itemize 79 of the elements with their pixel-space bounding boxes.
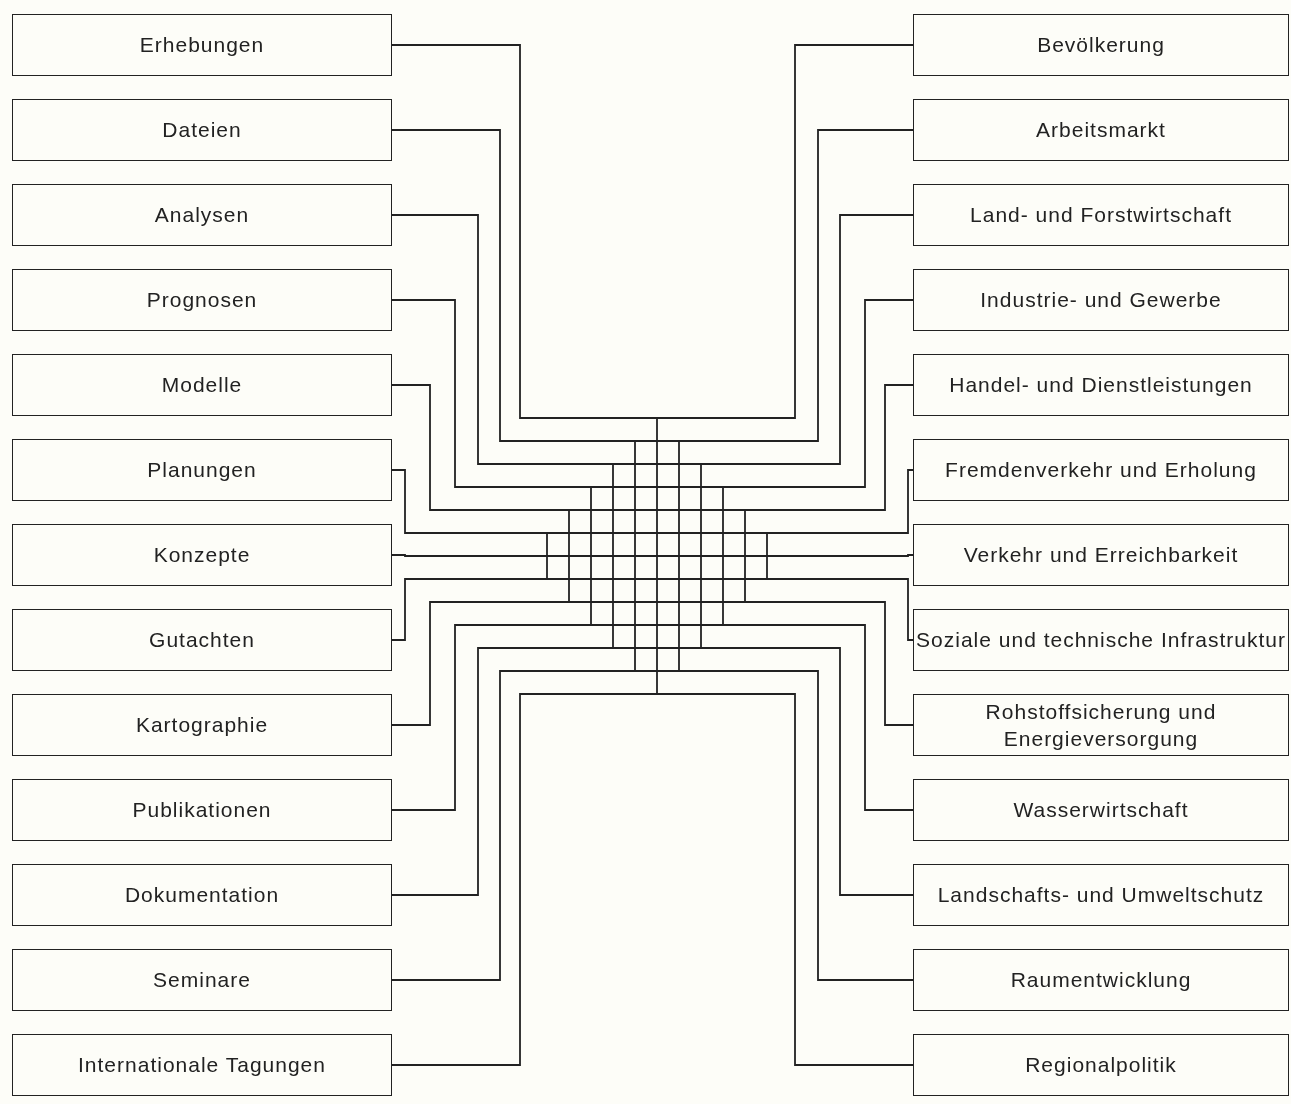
topic-box — [12, 99, 392, 161]
topic-box — [913, 184, 1289, 246]
box-label: Verkehr und Erreichbarkeit — [963, 542, 1239, 569]
topic-box — [913, 864, 1289, 926]
connector-line — [678, 129, 914, 442]
box-label: Analysen — [154, 202, 250, 229]
topic-box — [913, 99, 1289, 161]
connector-line — [391, 601, 570, 726]
connector-line — [391, 299, 592, 488]
topic-box — [12, 694, 392, 756]
topic-box — [12, 184, 392, 246]
box-label: Landschafts- und Umweltschutz — [937, 882, 1265, 909]
box-label: Planungen — [147, 457, 257, 484]
box-label: Raumentwicklung — [1010, 967, 1192, 994]
topic-box — [913, 694, 1289, 756]
connector-line — [656, 44, 914, 419]
topic-box — [12, 949, 392, 1011]
connector-line — [700, 214, 914, 465]
topic-box — [913, 609, 1289, 671]
connector-line — [391, 214, 614, 465]
topic-box — [12, 269, 392, 331]
box-label: Internationale Tagungen — [78, 1052, 326, 1079]
box-label: Publikationen — [132, 797, 272, 824]
connector-line — [766, 469, 914, 534]
connector-line — [744, 384, 914, 511]
connector-line — [700, 647, 914, 896]
connector-line — [391, 384, 570, 511]
box-label: Dokumentation — [124, 882, 280, 909]
topic-box — [12, 864, 392, 926]
connector-line — [766, 554, 914, 557]
topic-box — [913, 14, 1289, 76]
box-label: Modelle — [161, 372, 243, 399]
connector-line — [391, 670, 636, 981]
box-label: Bevölkerung — [1037, 32, 1165, 59]
topic-box — [913, 269, 1289, 331]
connector-line — [391, 554, 548, 557]
topic-box — [913, 354, 1289, 416]
topic-box — [12, 524, 392, 586]
connector-line — [391, 693, 658, 1066]
topic-box — [12, 439, 392, 501]
box-label: Regionalpolitik — [1025, 1052, 1177, 1079]
box-label: Land- und Forstwirtschaft — [970, 202, 1232, 229]
connector-line — [391, 469, 548, 534]
topic-box — [913, 524, 1289, 586]
connector-line — [722, 299, 914, 488]
box-label: Rohstoffsicherung und Energieversorgung — [984, 698, 1218, 752]
topic-box — [913, 1034, 1289, 1096]
topic-box — [913, 439, 1289, 501]
box-label: Handel- und Dienstleistungen — [949, 372, 1253, 399]
box-label: Kartographie — [135, 712, 269, 739]
connector-line — [391, 129, 636, 442]
box-label: Erhebungen — [139, 32, 265, 59]
topic-box — [12, 1034, 392, 1096]
box-label: Industrie- und Gewerbe — [980, 287, 1222, 314]
box-label: Soziale und technische Infrastruktur — [916, 627, 1286, 654]
topic-box — [12, 609, 392, 671]
box-label: Prognosen — [146, 287, 258, 314]
connector-line — [678, 670, 914, 981]
connector-line — [744, 601, 914, 726]
box-label: Wasserwirtschaft — [1013, 797, 1189, 824]
connector-line — [766, 578, 914, 641]
connector-line — [391, 624, 592, 811]
box-label: Konzepte — [153, 542, 251, 569]
connector-line — [722, 624, 914, 811]
crossing-grid — [546, 417, 768, 695]
box-label: Dateien — [162, 117, 242, 144]
connector-line — [656, 693, 914, 1066]
connector-line — [391, 578, 548, 641]
topic-box — [12, 779, 392, 841]
box-label: Arbeitsmarkt — [1036, 117, 1166, 144]
topic-box — [913, 779, 1289, 841]
topic-box — [12, 14, 392, 76]
connector-line — [391, 647, 614, 896]
box-label: Fremdenverkehr und Erholung — [945, 457, 1257, 484]
connector-line — [391, 44, 658, 419]
topic-box — [12, 354, 392, 416]
box-label: Seminare — [153, 967, 251, 994]
topic-box — [913, 949, 1289, 1011]
box-label: Gutachten — [149, 627, 255, 654]
